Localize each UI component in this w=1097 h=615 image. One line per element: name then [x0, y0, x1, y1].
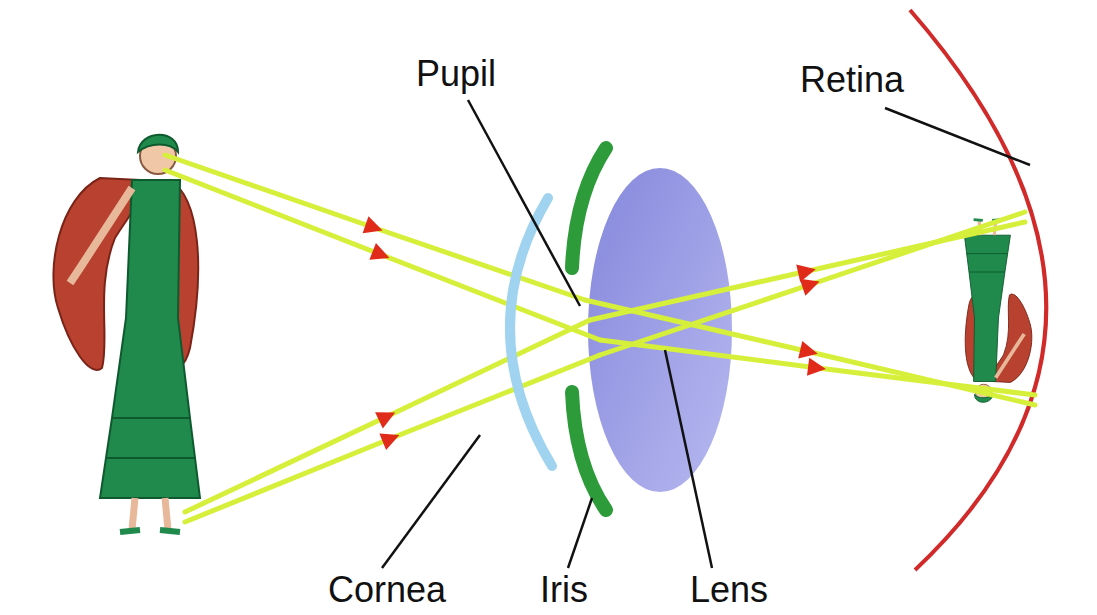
iris-lower — [572, 392, 606, 510]
retina-arc — [910, 10, 1046, 570]
inverted-image — [964, 220, 1031, 403]
object-figure — [53, 135, 200, 532]
part-label: Iris — [540, 572, 588, 608]
light-rays — [165, 155, 1035, 522]
part-label: Pupil — [416, 56, 496, 92]
leader-lines — [382, 100, 1030, 568]
iris-upper — [572, 148, 606, 268]
part-label: Cornea — [328, 572, 446, 608]
part-label: Retina — [800, 62, 904, 98]
part-label: Lens — [690, 572, 768, 608]
cornea-arc — [510, 198, 552, 466]
